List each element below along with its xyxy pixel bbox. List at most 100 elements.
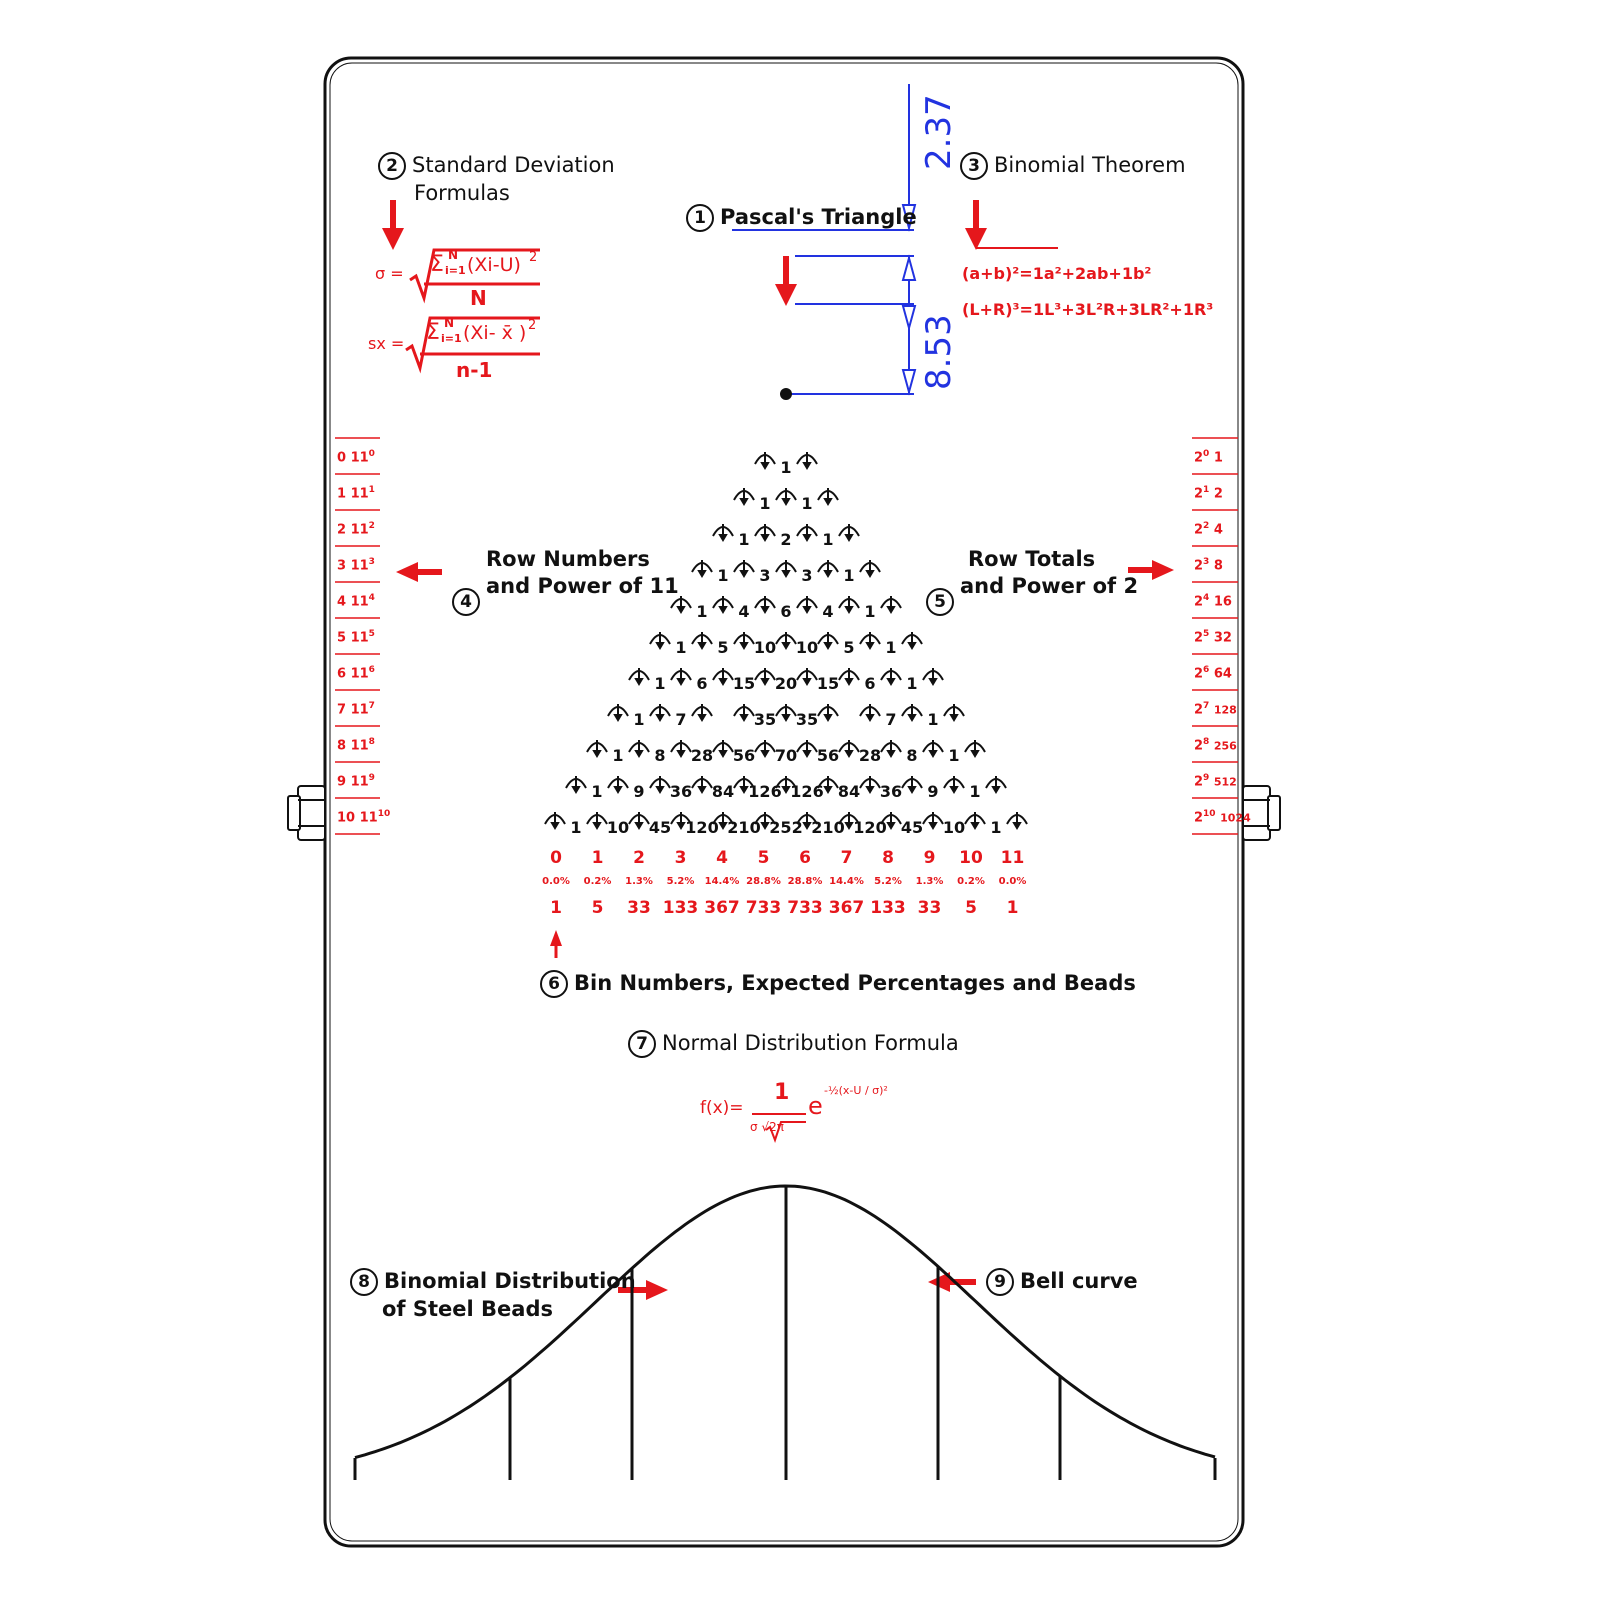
power-of-2-exponent: 3 xyxy=(1203,557,1210,567)
pascal-text: Pascal's Triangle xyxy=(720,205,917,229)
peg-arrow xyxy=(907,714,917,722)
pascal-cell: 1 xyxy=(591,782,603,801)
bell-curve xyxy=(353,1184,1217,1480)
bin-number: 9 xyxy=(923,848,936,868)
peg-arrow xyxy=(634,678,644,686)
normal-exp-power: -½(x-U / σ)² xyxy=(824,1084,888,1097)
bin-beads: 33 xyxy=(627,898,651,918)
sigma-lhs: σ = xyxy=(375,264,404,283)
power-of-11-exponent: 3 xyxy=(368,557,375,567)
pascal-cell: 7 xyxy=(675,710,687,729)
peg-arrow xyxy=(718,750,728,758)
std-dev-line2: Formulas xyxy=(414,181,510,205)
row-total: 1 xyxy=(1213,450,1223,466)
pascal-cell: 10 xyxy=(753,638,777,657)
sigma-den: N xyxy=(470,286,487,310)
row-total: 32 xyxy=(1213,630,1232,646)
row-total: 2 xyxy=(1213,486,1223,502)
peg-arrow xyxy=(844,606,854,614)
sigma-sub: i=1 xyxy=(445,264,466,277)
row-number: 8 xyxy=(337,738,351,754)
circle-num-5: 5 xyxy=(926,588,954,616)
peg-arrow xyxy=(697,570,707,578)
power-of-2-base: 2 xyxy=(1194,774,1204,790)
pascal-cell: 84 xyxy=(711,782,735,801)
std-dev-line1: Standard Deviation xyxy=(412,153,615,177)
peg-arrow xyxy=(718,822,728,830)
peg-arrow xyxy=(760,678,770,686)
row-total-entry: 210 1024 xyxy=(1194,806,1251,826)
bin-percentage: 0.0% xyxy=(542,876,570,887)
sx-lhs: sx = xyxy=(368,334,405,353)
bin-beads: 5 xyxy=(965,898,977,918)
bin-percentage: 5.2% xyxy=(874,876,902,887)
power-of-2-exponent: 9 xyxy=(1203,773,1210,783)
peg-arrow xyxy=(949,714,959,722)
pascal-cell: 210 xyxy=(811,818,845,837)
pascal-cell: 36 xyxy=(879,782,903,801)
normal-den: σ √2π xyxy=(750,1120,784,1134)
power-of-11: 11 xyxy=(359,810,378,826)
row-total-entry: 28 256 xyxy=(1194,734,1237,754)
peg-arrow xyxy=(928,822,938,830)
pascal-cell: 45 xyxy=(648,818,672,837)
bin-beads: 33 xyxy=(917,898,942,918)
peg-arrow xyxy=(886,750,896,758)
peg-arrow xyxy=(907,786,917,794)
peg-arrow xyxy=(781,570,791,578)
pascal-cell: 1 xyxy=(864,602,876,621)
bin-percentage: 1.3% xyxy=(915,876,944,887)
row-number: 5 xyxy=(337,630,351,646)
red-arrows xyxy=(382,200,1174,1300)
dimension-top: 2.37 xyxy=(919,94,959,170)
peg-arrow xyxy=(802,750,812,758)
pascal-cell: 1 xyxy=(990,818,1002,837)
pascal-pegs xyxy=(544,452,1028,830)
normal-num: 1 xyxy=(774,1080,790,1105)
pascal-cell: 7 xyxy=(885,710,897,729)
peg-arrow xyxy=(676,750,686,758)
peg-arrow xyxy=(739,498,749,506)
power-of-11: 11 xyxy=(350,702,369,718)
normal-text: Normal Distribution Formula xyxy=(662,1031,959,1055)
peg-arrow xyxy=(655,714,665,722)
pascal-cell: 3 xyxy=(801,566,813,585)
bin-percentage: 14.4% xyxy=(704,876,740,887)
side-tick-lines xyxy=(335,437,1238,835)
sigma-formula: σ = Σ N i=1 (Xi-U) 2 N xyxy=(375,248,545,312)
peg-arrow xyxy=(802,462,812,470)
power-of-11-exponent: 10 xyxy=(377,809,391,819)
peg-arrow xyxy=(781,786,791,794)
peg-arrow xyxy=(697,786,707,794)
row-totals-line1: Row Totals xyxy=(968,547,1096,571)
power-of-11-exponent: 8 xyxy=(368,737,375,747)
row-total-entry: 20 1 xyxy=(1194,446,1223,466)
pascal-cell: 15 xyxy=(816,674,840,693)
row-number-entry: 3 113 xyxy=(337,554,375,574)
power-of-2-base: 2 xyxy=(1194,702,1204,718)
row-number-entry: 1 111 xyxy=(337,482,375,502)
bin-number: 8 xyxy=(882,848,894,868)
row-number-entry: 10 1110 xyxy=(337,806,390,826)
peg-arrow xyxy=(991,786,1001,794)
row-total: 64 xyxy=(1213,666,1232,682)
pascal-cell: 3 xyxy=(759,566,771,585)
peg-arrow xyxy=(634,750,644,758)
power-of-11: 11 xyxy=(350,522,369,538)
sx-body: (Xi- x̄ ) xyxy=(463,322,527,344)
bin-number: 2 xyxy=(633,848,645,868)
peg-arrow xyxy=(823,714,833,722)
peg-arrow xyxy=(634,822,644,830)
pascal-cell: 1 xyxy=(759,494,771,513)
sx-sup: N xyxy=(444,316,455,330)
bin-percentage: 0.2% xyxy=(957,876,985,887)
pascal-cell: 6 xyxy=(864,674,876,693)
pascal-cell: 6 xyxy=(696,674,708,693)
circle-num-7: 7 xyxy=(628,1030,656,1058)
row-number-entry: 9 119 xyxy=(337,770,375,790)
peg-arrow xyxy=(802,822,812,830)
power-of-11: 11 xyxy=(350,666,369,682)
bin-percentage: 14.4% xyxy=(829,876,864,887)
